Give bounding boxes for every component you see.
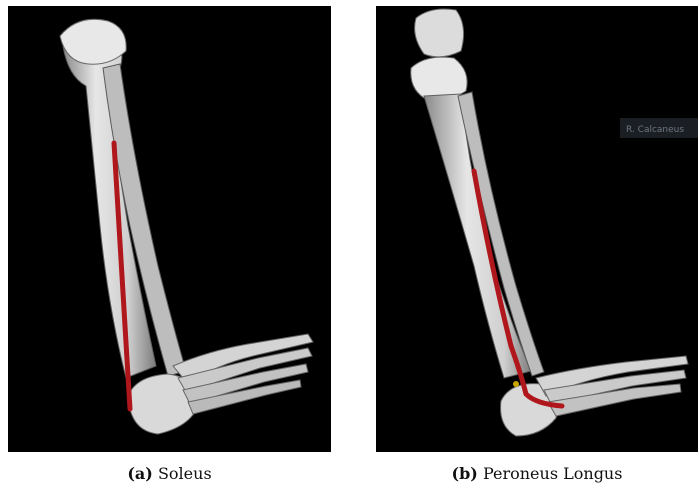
calcaneus-label-box: R. Calcaneus xyxy=(620,118,698,138)
caption-b-letter: (b) xyxy=(452,464,478,483)
knee-condyle xyxy=(411,57,467,100)
foot-bones xyxy=(173,334,313,414)
caption-a-letter: (a) xyxy=(127,464,153,483)
femur-bone xyxy=(415,9,464,57)
caption-a: (a) Soleus xyxy=(8,462,331,486)
caption-b-text: Peroneus Longus xyxy=(483,464,623,483)
panel-a-soleus-render xyxy=(8,6,331,452)
caption-b: (b) Peroneus Longus xyxy=(376,462,698,486)
caption-a-text: Soleus xyxy=(158,464,212,483)
panel-b-peroneus-longus-render: R. Calcaneus xyxy=(376,6,698,452)
calcaneus-label: R. Calcaneus xyxy=(626,125,684,135)
